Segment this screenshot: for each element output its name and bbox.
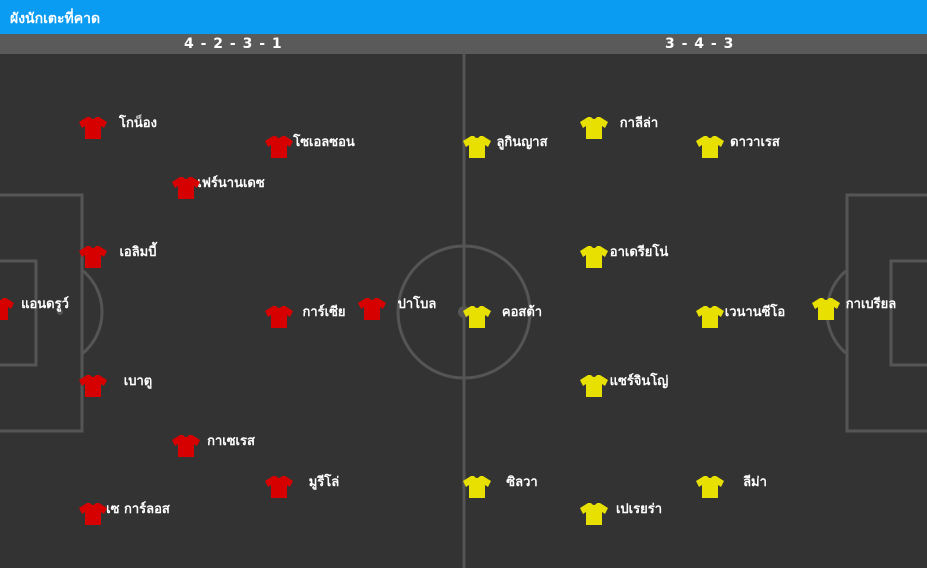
home-shirt-icon: [172, 435, 200, 457]
player-name: การ์เซีย: [302, 305, 346, 320]
player-name: อาเดรียโน่: [609, 245, 669, 260]
player-name: เอลิมบี้: [119, 245, 157, 260]
home-player-8[interactable]: โซเอลซอน: [264, 135, 384, 158]
player-name: เซ การ์ลอส: [106, 502, 170, 517]
away-player-8[interactable]: เปเรยร่า: [579, 502, 699, 525]
home-player-5[interactable]: เซ การ์ลอส: [78, 502, 198, 525]
home-shirt-icon: [79, 117, 107, 139]
home-shirt-icon: [265, 306, 293, 328]
player-name: โกน็อง: [119, 116, 157, 131]
home-player-11[interactable]: ปาโบล: [357, 297, 477, 320]
lineup-title-bar: ผังนักเตะที่คาด: [0, 0, 927, 34]
away-shirt-icon: [463, 476, 491, 498]
player-name: ดาวาเรส: [730, 135, 780, 150]
home-shirt-icon: [172, 177, 200, 199]
home-shirt-icon: [265, 136, 293, 158]
formation-bar: 4 - 2 - 3 - 1 3 - 4 - 3: [0, 34, 927, 54]
player-name: ซิลวา: [506, 475, 538, 490]
player-name: ลีม่า: [743, 475, 767, 490]
player-name: เฟร์นานเดซ: [197, 176, 265, 191]
player-name: แซร์จินโญ่: [609, 374, 669, 389]
away-shirt-icon: [696, 306, 724, 328]
away-player-4[interactable]: ลีม่า: [695, 475, 815, 498]
away-shirt-icon: [812, 298, 840, 320]
home-player-6[interactable]: เฟร์นานเดซ: [171, 176, 291, 199]
away-player-1[interactable]: กาเบรียล: [811, 297, 927, 320]
lineup-title: ผังนักเตะที่คาด: [10, 11, 101, 27]
home-player-3[interactable]: เอลิมบี้: [78, 245, 198, 268]
player-name: กาลีล่า: [619, 116, 659, 131]
home-shirt-icon: [79, 246, 107, 268]
away-player-10[interactable]: คอสต้า: [462, 305, 582, 328]
home-shirt-icon: [265, 476, 293, 498]
player-name: เวนานซีโอ: [724, 305, 786, 320]
away-shirt-icon: [463, 136, 491, 158]
player-name: กาเซเรส: [207, 434, 255, 449]
away-shirt-icon: [696, 136, 724, 158]
away-formation: 3 - 4 - 3: [665, 36, 735, 52]
home-shirt-icon: [0, 298, 14, 320]
away-shirt-icon: [580, 246, 608, 268]
home-player-4[interactable]: เบาตู: [78, 374, 198, 397]
away-player-6[interactable]: อาเดรียโน่: [579, 245, 699, 268]
home-player-10[interactable]: มูรีโล่: [264, 475, 384, 498]
away-player-5[interactable]: กาลีล่า: [579, 116, 699, 139]
away-shirt-icon: [463, 306, 491, 328]
home-formation: 4 - 2 - 3 - 1: [184, 36, 283, 52]
player-name: โซเอลซอน: [293, 135, 355, 150]
away-player-2[interactable]: ดาวาเรส: [695, 135, 815, 158]
pitch: แอนดรูว์ โกน็อง เอลิมบี้ เบาตู เซ การ์ลอ…: [0, 54, 927, 568]
player-name: คอสต้า: [501, 305, 543, 320]
away-shirt-icon: [580, 503, 608, 525]
home-shirt-icon: [79, 503, 107, 525]
away-shirt-icon: [580, 117, 608, 139]
away-shirt-icon: [580, 375, 608, 397]
away-shirt-icon: [696, 476, 724, 498]
player-name: มูรีโล่: [308, 475, 340, 490]
home-player-7[interactable]: กาเซเรส: [171, 434, 291, 457]
player-name: ปาโบล: [397, 297, 437, 312]
home-shirt-icon: [79, 375, 107, 397]
away-player-9[interactable]: ลูกินญาส: [462, 135, 582, 158]
player-name: เบาตู: [123, 374, 153, 389]
player-name: ลูกินญาส: [496, 135, 548, 150]
away-player-11[interactable]: ซิลวา: [462, 475, 582, 498]
player-name: แอนดรูว์: [21, 297, 69, 312]
player-name: กาเบรียล: [845, 297, 897, 312]
home-player-2[interactable]: โกน็อง: [78, 116, 198, 139]
home-player-9[interactable]: การ์เซีย: [264, 305, 384, 328]
away-player-7[interactable]: แซร์จินโญ่: [579, 374, 699, 397]
player-name: เปเรยร่า: [615, 502, 663, 517]
home-player-1[interactable]: แอนดรูว์: [0, 297, 105, 320]
home-shirt-icon: [358, 298, 386, 320]
away-player-3[interactable]: เวนานซีโอ: [695, 305, 815, 328]
